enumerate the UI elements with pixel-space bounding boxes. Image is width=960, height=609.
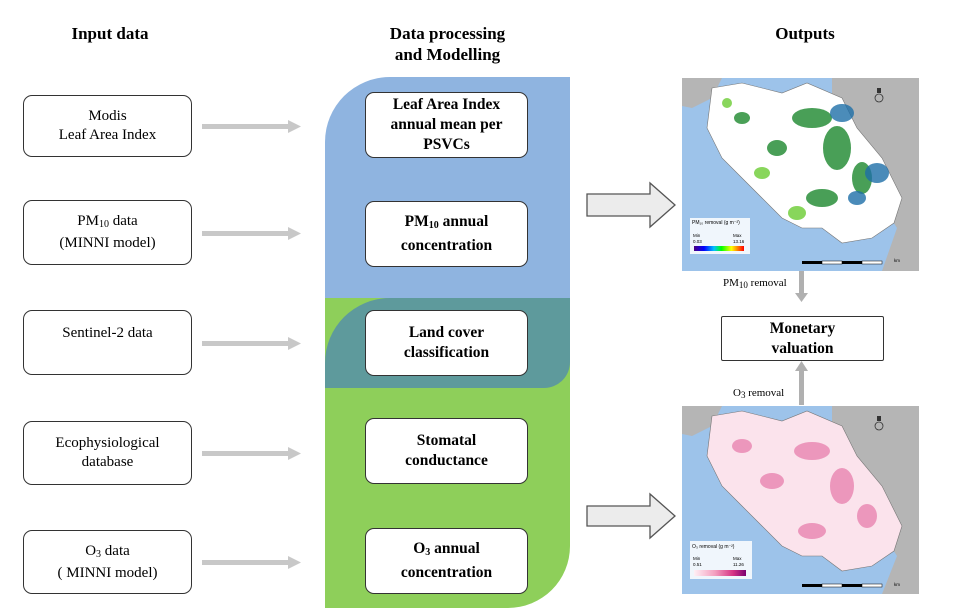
arrow-pm10 (202, 227, 301, 240)
outputs-header: Outputs (775, 24, 835, 43)
input-pm10-line2: (MINNI model) (59, 235, 156, 251)
input-o3-line1: O3 data (85, 542, 130, 560)
o3-removal-label: O3 removal (733, 387, 785, 400)
arrow-sentinel (202, 337, 301, 350)
process-landcover-line1: Land cover (408, 324, 485, 341)
input-data-header: Input data (71, 24, 149, 43)
input-o3-line2: ( MINNI model) (57, 564, 158, 581)
input-pm10-line1: PM10 data (77, 213, 138, 230)
map-o3-scale-bar (802, 583, 883, 588)
map-pm10-max-value: 13.16 (733, 239, 745, 244)
input-sentinel-box: Sentinel-2 data (23, 310, 192, 375)
process-stomatal-box: Stomatal conductance (365, 418, 528, 484)
map-o3-removal (682, 406, 919, 594)
process-pm10-line1: PM10 annual (404, 213, 489, 231)
input-modis-line2: Leaf Area Index (58, 127, 157, 143)
arrow-pm10-to-monetary (795, 271, 808, 302)
map-pm10-scale-bar (802, 260, 883, 265)
map-pm10-min-value: 0.03 (693, 239, 702, 244)
input-o3-box: O3 data ( MINNI model) (23, 530, 192, 594)
arrow-o3-to-monetary (795, 361, 808, 405)
process-o3-line2: concentration (400, 564, 493, 581)
arrow-o3 (202, 556, 301, 569)
input-modis-line1: Modis (88, 108, 127, 124)
monetary-line2: valuation (771, 339, 834, 357)
map-pm10-removal (682, 78, 919, 271)
map-o3-min-label: Min (693, 556, 701, 561)
input-arrows (202, 120, 301, 569)
processing-header-line2: and Modelling (394, 45, 501, 64)
process-pm10-box: PM10 annual concentration (365, 201, 528, 267)
process-pm10-line2: concentration (400, 237, 493, 254)
process-lai-line1: Leaf Area Index (392, 96, 501, 113)
map-pm10-scale-unit: km (894, 258, 900, 263)
block-arrow-o3 (586, 492, 676, 540)
input-modis-box: Modis Leaf Area Index (23, 95, 192, 157)
process-landcover-box: Land cover classification (365, 310, 528, 376)
processing-header: Data processing and Modelling (340, 23, 555, 65)
input-ecophys-box: Ecophysiological database (23, 421, 192, 485)
process-lai-box: Leaf Area Index annual mean per PSVCs (365, 92, 528, 158)
map-pm10-legend-title: PM₁₀ removal (g m⁻²) (692, 220, 740, 226)
process-lai-line2: annual mean per (390, 116, 503, 133)
arrow-modis (202, 120, 301, 133)
process-lai-line3: PSVCs (423, 136, 470, 153)
map-o3-scale-unit: km (894, 582, 900, 587)
input-pm10-box: PM10 data (MINNI model) (23, 200, 192, 265)
pm10-removal-label: PM10 removal (723, 277, 787, 290)
map-o3-max-value: 11.26 (733, 562, 744, 567)
processing-header-line1: Data processing (389, 24, 506, 43)
process-landcover-line2: classification (403, 344, 490, 361)
process-stomatal-line1: Stomatal (416, 432, 477, 449)
input-ecophys-line2: database (81, 454, 134, 470)
map-o3-legend-title: O₃ removal (g m⁻²) (692, 544, 735, 550)
map-o3-min-value: 0.51 (693, 562, 702, 567)
process-stomatal-line2: conductance (405, 452, 488, 469)
process-o3-box: O3 annual concentration (365, 528, 528, 594)
arrow-ecophys (202, 447, 301, 460)
input-sentinel-label: Sentinel-2 data (62, 325, 153, 341)
process-o3-line1: O3 annual (413, 540, 480, 558)
monetary-line1: Monetary (769, 319, 836, 337)
map-o3-max-label: Max (733, 556, 742, 561)
monetary-valuation-box: Monetary valuation (721, 316, 884, 361)
map-pm10-min-label: Min (693, 233, 701, 238)
block-arrow-pm10 (586, 181, 676, 229)
input-ecophys-line1: Ecophysiological (55, 435, 160, 451)
map-pm10-max-label: Max (733, 233, 742, 238)
